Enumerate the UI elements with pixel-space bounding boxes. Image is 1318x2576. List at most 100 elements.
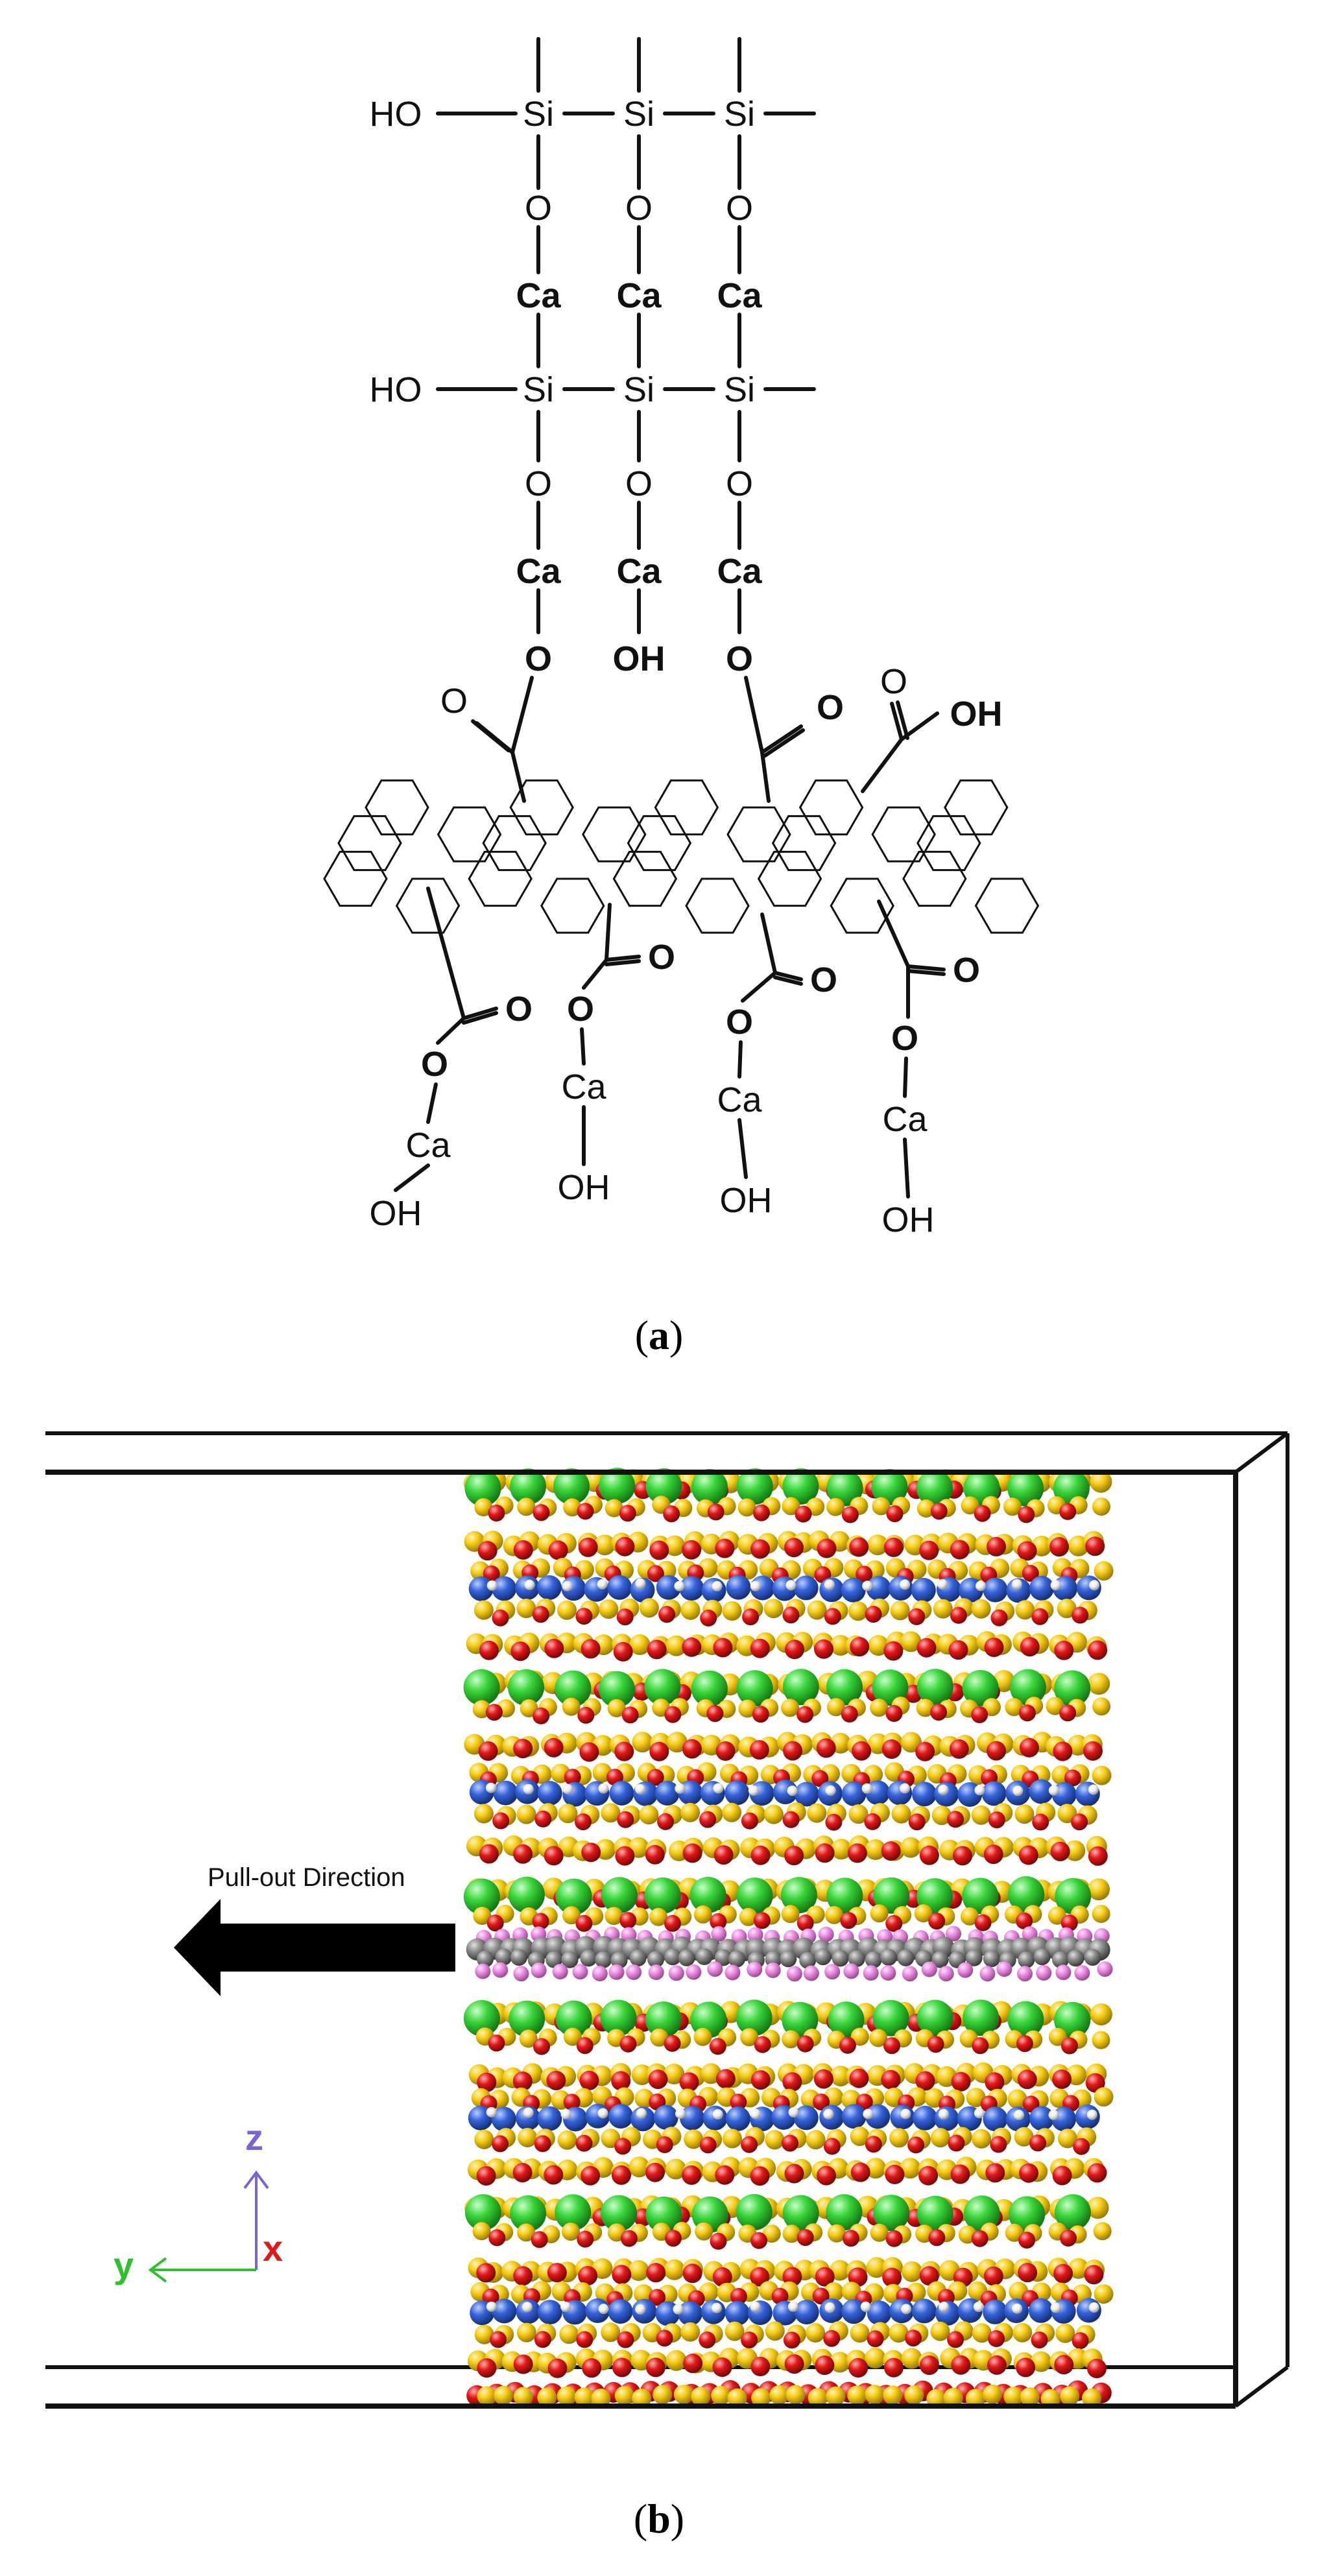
hydrogen-atom (825, 1785, 836, 1796)
silicon-atom (872, 1497, 891, 1516)
oxygen-atom (797, 1706, 814, 1723)
hydrogen-atom (597, 2108, 608, 2119)
carbon-hydrogen-atom (880, 1965, 896, 1981)
bridging-oxygen: O (525, 189, 552, 228)
oxygen-atom (797, 2229, 814, 2247)
silicon-atom (605, 1907, 623, 1926)
oxygen-atom (812, 2287, 830, 2305)
axis-z-label: z (245, 2117, 263, 2158)
oxygen-atom (665, 2230, 682, 2247)
calcium-atom (828, 2001, 865, 2038)
oxygen-atom (1018, 1704, 1036, 1722)
carbonyl-oxygen: O (810, 960, 837, 999)
oxygen-atom (849, 1537, 869, 1557)
silicon-atom (782, 1497, 800, 1516)
axis-triad: z y x (114, 2117, 283, 2285)
oxygen-atom (544, 1737, 564, 1758)
hydrogen-atom (823, 2108, 834, 2119)
ester-oxygen: O (726, 639, 753, 678)
silicon-atom (762, 2224, 781, 2243)
nitrogen-atom (608, 2104, 634, 2129)
oxygen-atom (613, 1641, 633, 1662)
oxygen-atom (663, 1505, 680, 1523)
oxygen-atom (699, 2136, 717, 2154)
oxygen-atom (1083, 1741, 1103, 1761)
nitrogen-atom (492, 2298, 517, 2324)
calcium-atom (463, 2000, 500, 2036)
calcium-atom (782, 2001, 819, 2038)
calcium-atom (555, 2194, 592, 2231)
calcium-atom (644, 1877, 681, 1914)
hydroxyl-group: OH (613, 639, 665, 678)
hydrogen-atom (973, 2302, 984, 2312)
silicon-atom (785, 2385, 806, 2405)
carbon-hydrogen-atom (946, 1926, 961, 1942)
silicon-atom (474, 2324, 494, 2344)
oxygen-atom (709, 2038, 726, 2055)
oxygen-atom (1087, 2163, 1107, 2183)
oxygen-atom (649, 1741, 669, 1761)
carbon-atom (664, 1948, 682, 1966)
carbon-atom (832, 1950, 849, 1967)
silicon-atom (831, 1839, 852, 1860)
oxygen-atom (1053, 2263, 1073, 2284)
oxygen-atom (1053, 1741, 1073, 1761)
hydrogen-atom (486, 1580, 497, 1591)
silicon-atom (725, 2321, 745, 2341)
carbon-atom (799, 1951, 817, 1969)
silicon-atom (1094, 2087, 1114, 2107)
hydrogen-atom (900, 1783, 910, 1794)
calcium-atom (508, 1876, 545, 1913)
hydrogen-atom (713, 1783, 724, 1794)
hydroxyl-group: OH (558, 1168, 610, 1207)
hydrogen-atom (712, 2109, 723, 2120)
molecular-model: Pull-out Direction z y x (45, 1431, 1289, 2409)
calcium-atom (1055, 1878, 1092, 1914)
calcium-atom (553, 1468, 590, 1505)
oxygen-atom (476, 2166, 496, 2186)
silicon-atom (1007, 2089, 1027, 2109)
nitrogen-atom (537, 2106, 562, 2131)
oxygen-atom (951, 2071, 971, 2092)
carbon-hydrogen-atom (1097, 1961, 1113, 1977)
calcium-atom (963, 1999, 1000, 2036)
panel-a-caption-close: ) (669, 1312, 683, 1358)
silicon-atom (865, 1839, 886, 1860)
oxygen-atom (882, 2267, 902, 2287)
hydrogen-atom (673, 2304, 684, 2315)
silicon-atom (830, 2066, 851, 2087)
oxygen-atom (1019, 2163, 1038, 2183)
oxygen-atom (699, 1811, 717, 1828)
carbon-hydrogen-atom (608, 1964, 625, 1980)
calcium-atom (601, 1877, 638, 1914)
oxygen-atom (575, 1813, 592, 1831)
oxygen-atom (840, 1912, 857, 1929)
nitrogen-atom (608, 2299, 633, 2324)
oxygen-atom (479, 1640, 499, 1660)
oxygen-atom (619, 2035, 637, 2053)
silicon-atom (666, 1732, 688, 1753)
silicon-atom (695, 2222, 713, 2241)
oxygen-atom (647, 1565, 664, 1582)
oxygen-atom (919, 2355, 939, 2375)
oxygen-atom (645, 2162, 665, 2182)
nitrogen-atom (1029, 1575, 1054, 1601)
hydrogen-atom (860, 2301, 871, 2312)
silicon-atom (614, 2386, 634, 2405)
nitrogen-atom (468, 1576, 494, 1601)
oxygen-atom (544, 1846, 564, 1866)
silicon-atom (680, 1600, 701, 1620)
silicon-atom (1082, 2388, 1101, 2408)
nitrogen-atom (794, 2300, 819, 2325)
nitrogen-atom (841, 1577, 866, 1603)
calcium-atom (782, 1468, 819, 1505)
oxygen-atom (919, 1845, 939, 1865)
carbon-atom (1018, 1951, 1035, 1968)
silicon-atom (916, 1699, 935, 1717)
oxygen-atom (612, 2357, 632, 2378)
silicon-atom (673, 2385, 693, 2405)
hydrogen-atom (636, 2108, 647, 2119)
silicon-atom (605, 1499, 623, 1518)
silicon-atom (763, 1599, 784, 1619)
